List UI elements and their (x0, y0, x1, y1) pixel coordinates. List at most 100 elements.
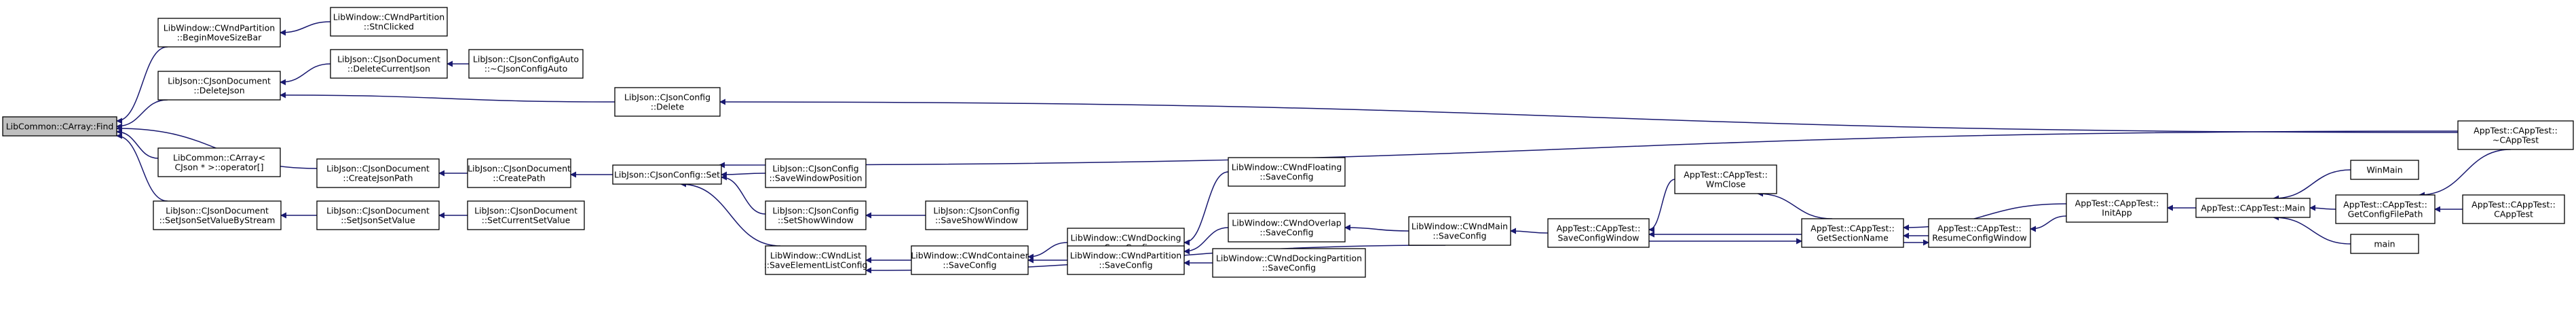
function-node[interactable]: AppTest::CAppTest::CAppTest (2462, 194, 2565, 224)
function-node[interactable]: LibWindow::CWndContainer::SaveConfig (911, 245, 1029, 275)
call-edge (2030, 215, 2067, 232)
function-node[interactable]: LibJson::CJsonConfigAuto::~CJsonConfigAu… (468, 49, 584, 79)
function-node[interactable]: AppTest::CAppTest::GetConfigFilePath (2335, 194, 2436, 224)
call-edge (2419, 149, 2512, 198)
function-node[interactable]: LibJson::CJsonDocument::CreatePath (467, 158, 571, 188)
node-box (1067, 245, 1185, 275)
node-label: ::SaveWindowPosition (769, 173, 862, 183)
function-node[interactable]: LibWindow::CWndList::SaveElementListConf… (764, 245, 868, 275)
edges (116, 21, 2512, 274)
node-label: ResumeConfigWindow (1932, 233, 2027, 243)
function-node[interactable]: AppTest::CAppTest::~CAppTest (2457, 120, 2574, 150)
function-node[interactable]: AppTest::CAppTest::WmClose (1674, 164, 1777, 194)
function-node[interactable]: AppTest::CAppTest::Main (2195, 198, 2311, 218)
function-node[interactable]: LibWindow::CWndOverlap::SaveConfig (1228, 213, 1346, 243)
function-node[interactable]: LibWindow::CWndDockingPartition::SaveCon… (1212, 248, 1366, 278)
function-node[interactable]: LibWindow::CWndFloating::SaveConfig (1228, 157, 1346, 187)
node-box (2, 116, 117, 137)
call-edge (721, 174, 766, 215)
node-label: ::SaveConfig (1099, 260, 1152, 270)
node-box (316, 200, 440, 230)
node-box (1547, 218, 1650, 248)
node-label: AppTest::CAppTest:: (1557, 223, 1641, 234)
node-label: LibJson::CJsonConfig (624, 92, 711, 103)
function-node[interactable]: LibJson::CJsonConfig::SetShowWindow (765, 200, 867, 230)
node-label: main (2374, 239, 2395, 249)
node-box (467, 200, 585, 230)
call-edge (116, 46, 168, 124)
function-node[interactable]: WinMain (2350, 160, 2419, 180)
function-node[interactable]: LibJson::CJsonDocument::CreateJsonPath (316, 158, 440, 188)
node-label: InitApp (2102, 208, 2132, 218)
function-node[interactable]: LibJson::CJsonConfig::Set (612, 164, 722, 185)
node-label: AppTest::CAppTest:: (2075, 198, 2159, 209)
call-edge (2309, 204, 2336, 211)
node-label: LibWindow::CWndDockingPartition (1216, 253, 1362, 264)
function-node[interactable]: LibWindow::CWndPartition::BeginMoveSizeB… (157, 18, 281, 48)
node-box (1212, 248, 1366, 278)
function-node[interactable]: LibJson::CJsonDocument::SetJsonSetValueB… (153, 200, 282, 230)
function-node[interactable]: LibJson::CJsonConfig::Delete (614, 87, 721, 117)
function-node[interactable]: main (2350, 234, 2419, 254)
node-box (157, 71, 281, 101)
function-node[interactable]: LibWindow::CWndPartition::SaveConfig (1067, 245, 1185, 275)
node-box (1228, 213, 1346, 243)
node-label: LibJson::CJsonDocument (337, 54, 440, 65)
node-label: LibWindow::CWndOverlap (1232, 218, 1342, 228)
function-node[interactable]: LibJson::CJsonDocument::DeleteJson (157, 71, 281, 101)
node-label: LibJson::CJsonConfig (772, 206, 858, 216)
call-edge (719, 99, 2459, 133)
node-label: ::~CJsonConfigAuto (485, 64, 568, 74)
function-node[interactable]: LibJson::CJsonConfig::SaveShowWindow (925, 200, 1028, 230)
call-edge (116, 99, 168, 130)
node-label: LibCommon::CArray< (173, 153, 265, 163)
function-node[interactable]: AppTest::CAppTest::InitApp (2066, 193, 2168, 223)
node-label: ::SetShowWindow (778, 215, 854, 226)
function-node[interactable]: LibJson::CJsonDocument::SetJsonSetValue (316, 200, 440, 230)
node-box (468, 49, 584, 79)
node-label: LibJson::CJsonDocument (468, 164, 571, 174)
call-edge (721, 171, 766, 178)
call-edge (1510, 228, 1549, 234)
function-node[interactable]: AppTest::CAppTest::SaveConfigWindow (1547, 218, 1650, 248)
node-box (2350, 160, 2419, 180)
function-node[interactable]: LibJson::CJsonDocument::SetCurrentSetVal… (467, 200, 585, 230)
node-label: AppTest::CAppTest:: (2471, 200, 2556, 210)
node-label: LibJson::CJsonConfigAuto (473, 54, 579, 65)
function-node[interactable]: AppTest::CAppTest::ResumeConfigWindow (1928, 218, 2031, 248)
function-node[interactable]: LibWindow::CWndMain::SaveConfig (1408, 216, 1511, 246)
node-label: CJson * >::operator[] (174, 162, 263, 173)
node-label: AppTest::CAppTest:: (1937, 223, 2022, 234)
node-label: GetConfigFilePath (2348, 209, 2423, 219)
call-edge (1183, 171, 1229, 246)
node-label: WinMain (2366, 165, 2402, 175)
function-node[interactable]: LibCommon::CArray< CJson * >::operator[] (157, 147, 281, 177)
node-label: GetSectionName (1817, 233, 1889, 243)
node-box (765, 200, 867, 230)
call-edge (1027, 242, 1068, 260)
node-box (2066, 193, 2168, 223)
node-label: ::SetJsonSetValueByStream (159, 215, 276, 226)
node-label: CAppTest (2494, 209, 2533, 219)
node-label: AppTest::CAppTest:: (1684, 170, 1768, 180)
node-label: ::SaveElementListConfig (764, 260, 868, 270)
node-label: AppTest::CAppTest::Main (2201, 203, 2305, 213)
node-label: ::DeleteJson (193, 86, 244, 96)
call-edge (1183, 227, 1229, 255)
node-label: SaveConfigWindow (1557, 233, 1639, 243)
node-label: WmClose (1706, 179, 1746, 190)
node-label: ::SaveConfig (1433, 231, 1486, 241)
node-box (1674, 164, 1777, 194)
function-node[interactable]: AppTest::CAppTest::GetSectionName (1801, 218, 1904, 248)
call-edge (280, 92, 615, 103)
call-edge (2273, 214, 2351, 245)
function-node[interactable]: LibJson::CJsonConfig::SaveWindowPosition (765, 158, 867, 188)
node-label: LibJson::CJsonConfig (933, 206, 1019, 216)
node-label: LibJson::CJsonDocument (168, 76, 271, 86)
node-label: LibWindow::CWndPartition (164, 23, 275, 33)
root-node[interactable]: LibCommon::CArray::Find (2, 116, 117, 137)
function-node[interactable]: LibWindow::CWndPartition::StnClicked (330, 7, 448, 37)
node-box (316, 158, 440, 188)
node-box (1928, 218, 2031, 248)
function-node[interactable]: LibJson::CJsonDocument::DeleteCurrentJso… (330, 49, 448, 79)
